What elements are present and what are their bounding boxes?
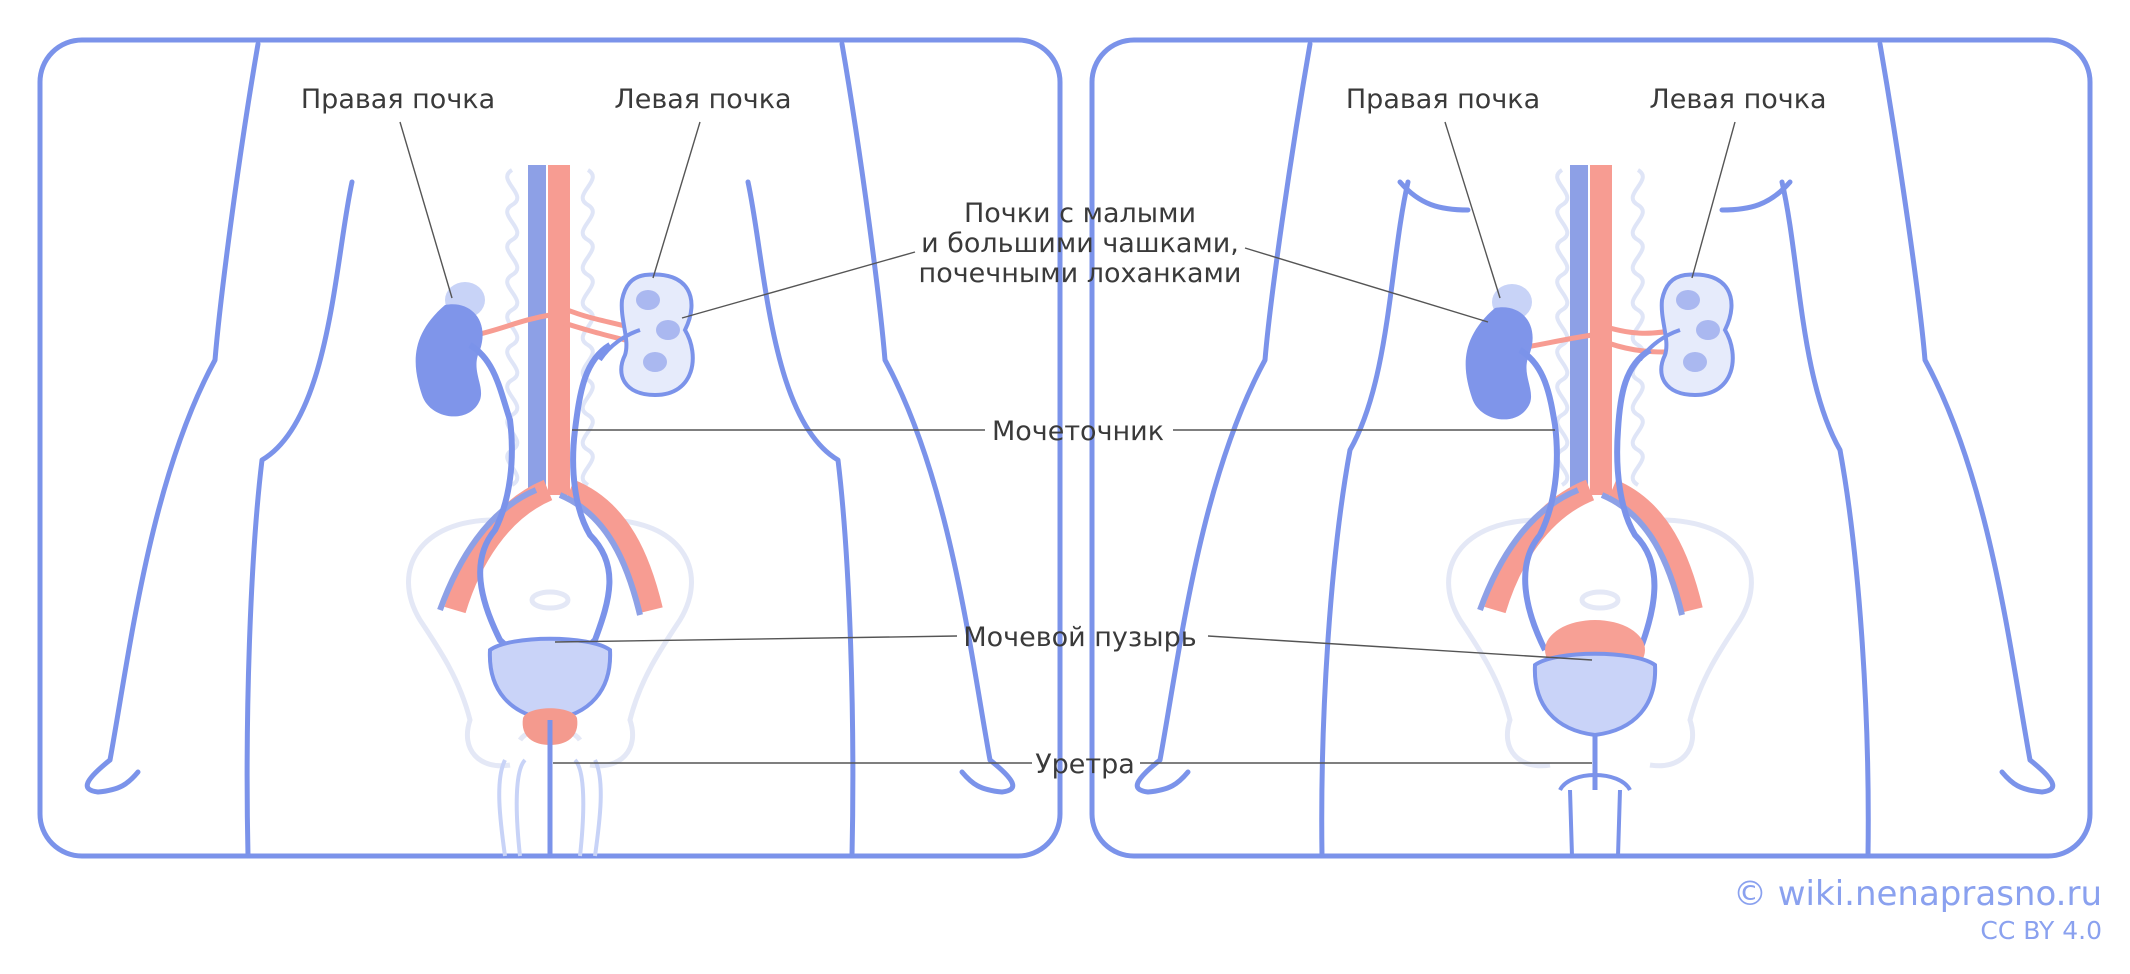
credit-site: © wiki.nenaprasno.ru: [1732, 874, 2102, 914]
label-right-kidney-female: Правая почка: [1346, 84, 1540, 115]
male-aorta: [548, 165, 570, 495]
male-bladder: [487, 636, 613, 723]
label-right-kidney-male: Правая почка: [301, 84, 495, 115]
label-left-kidney-male: Левая почка: [614, 84, 791, 115]
label-kidneys-calyces-line3: почечными лоханками: [919, 258, 1242, 289]
labels: Правая почка Левая почка Правая почка Ле…: [301, 84, 1827, 780]
female-spine: [1555, 168, 1645, 487]
female-leader-lines: [1140, 121, 1736, 764]
female-left-kidney: [1638, 272, 1735, 398]
female-iliac-vessels-artery: [1484, 479, 1703, 614]
female-right-kidney: [1465, 284, 1533, 420]
male-vena-cava: [528, 165, 546, 495]
label-left-kidney-female: Левая почка: [1649, 84, 1826, 115]
male-leader-lines: [399, 121, 1032, 764]
female-vena-cava: [1570, 165, 1588, 495]
label-bladder: Мочевой пузырь: [963, 622, 1196, 653]
credit-license: CC BY 4.0: [1980, 916, 2102, 945]
male-body-outline: [84, 41, 1016, 859]
label-kidneys-calyces-line1: Почки с малыми: [964, 198, 1196, 229]
female-iliac-vessels-vein: [1477, 487, 1685, 616]
label-ureter: Мочеточник: [992, 416, 1164, 447]
female-body-outline: [1134, 41, 2056, 859]
female-aorta: [1590, 165, 1612, 495]
female-vulva-outline: [1558, 773, 1632, 857]
male-left-kidney: [598, 272, 695, 398]
male-panel: [37, 37, 1063, 859]
female-panel-frame: [1089, 37, 2093, 859]
male-right-kidney: [415, 282, 485, 417]
female-pelvis: [1446, 517, 1754, 769]
female-ureter-right: [1518, 347, 1560, 652]
label-urethra: Уретра: [1035, 749, 1135, 780]
female-ureter-left: [1614, 347, 1658, 652]
male-penis-outline: [497, 758, 603, 857]
female-bladder: [1532, 651, 1658, 738]
female-panel: [1089, 37, 2093, 859]
label-kidneys-calyces-line2: и большими чашками,: [921, 228, 1239, 259]
